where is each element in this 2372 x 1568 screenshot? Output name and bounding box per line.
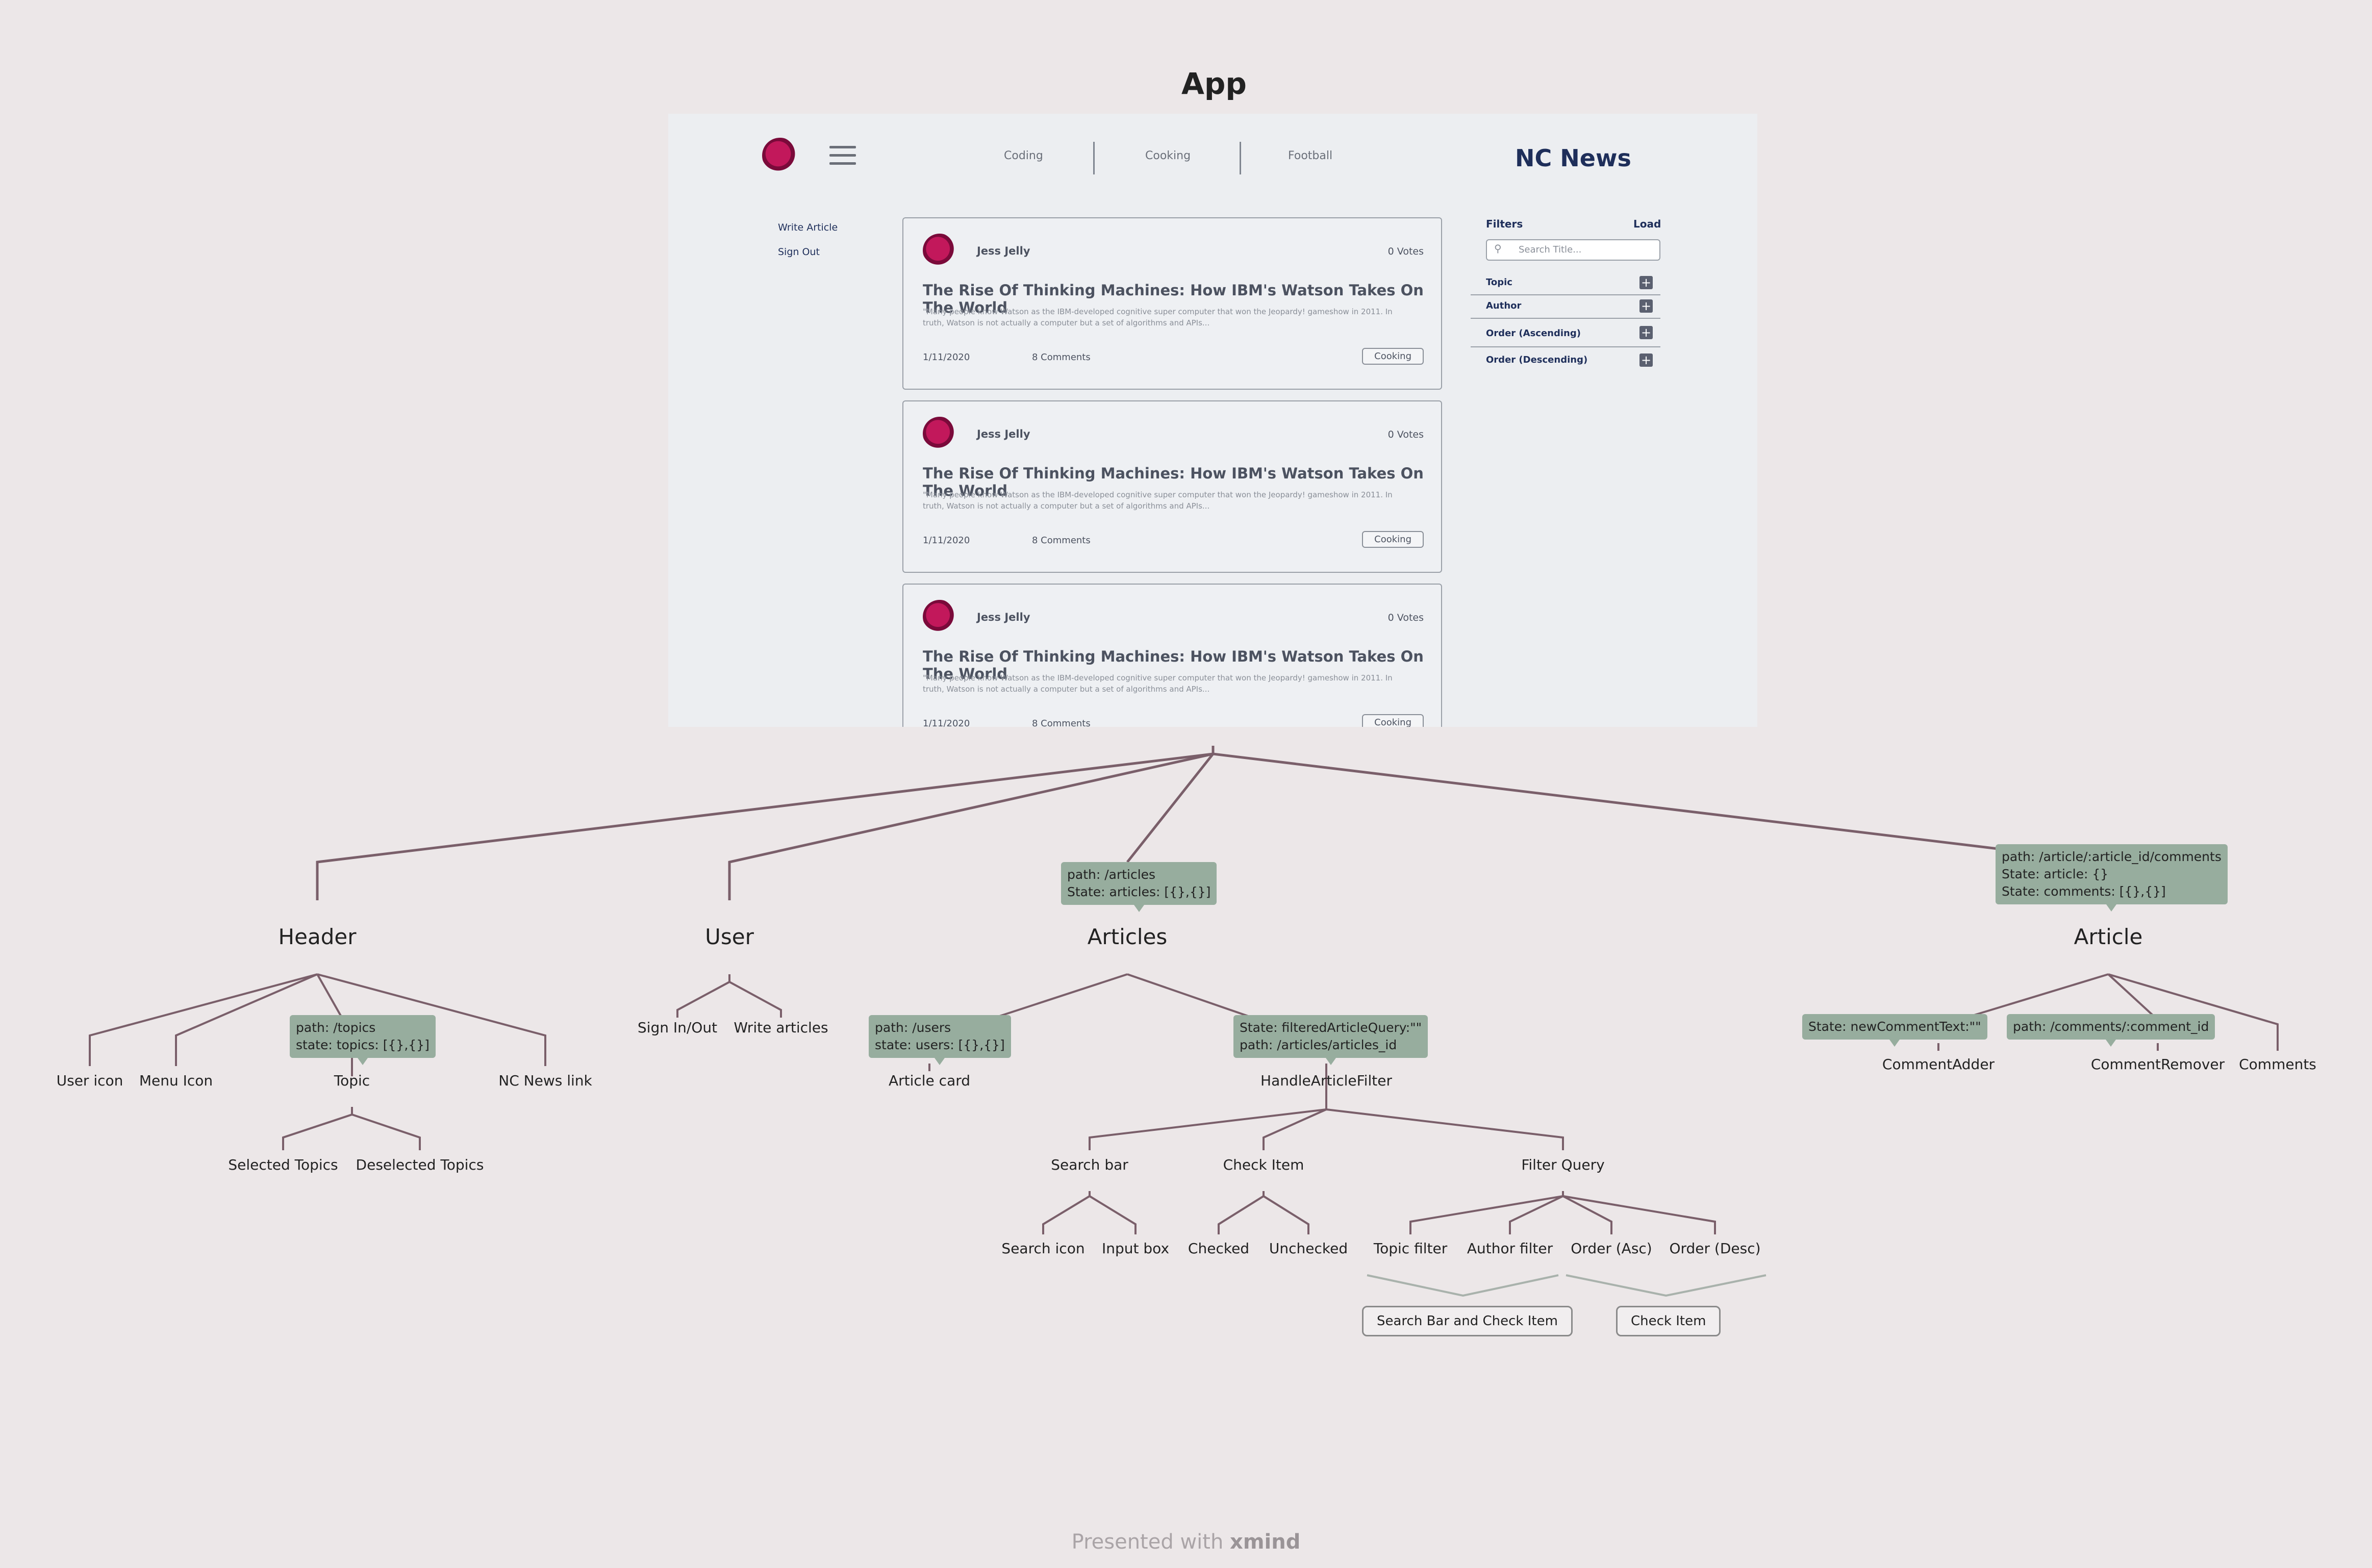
card-topic-badge: Cooking xyxy=(1362,348,1424,365)
sidebar-write-article: Write Article xyxy=(778,222,838,233)
card-excerpt: "Many people know Watson as the IBM-deve… xyxy=(923,307,1393,327)
card-excerpt: "Many people know Watson as the IBM-deve… xyxy=(923,490,1393,511)
filter-row-label: Order (Ascending) xyxy=(1486,328,1581,339)
card-author: Jess Jelly xyxy=(977,428,1030,440)
note-comment-adder-state: State: newCommentText:"" xyxy=(1802,1014,1987,1047)
card-votes: 0 Votes xyxy=(1387,612,1424,623)
card-author: Jess Jelly xyxy=(977,245,1030,257)
filter-row-author: Author + xyxy=(1471,295,1660,319)
node-order-desc: Order (Desc) xyxy=(1669,1240,1761,1257)
filter-row-label: Author xyxy=(1486,300,1522,311)
node-user-icon: User icon xyxy=(56,1072,123,1089)
node-article-card: Article card xyxy=(888,1072,971,1089)
filter-row-order-desc: Order (Descending) + xyxy=(1471,349,1660,372)
node-author-filter: Author filter xyxy=(1467,1240,1553,1257)
card-comments: 8 Comments xyxy=(1032,352,1091,363)
filter-row-label: Topic xyxy=(1486,277,1512,288)
card-excerpt: "Many people know Watson as the IBM-deve… xyxy=(923,673,1393,694)
search-icon: ⚲ xyxy=(1494,242,1502,255)
plus-icon: + xyxy=(1639,299,1653,313)
footer-credit: Presented with xmind xyxy=(1020,1530,1352,1554)
node-order-asc: Order (Asc) xyxy=(1571,1240,1652,1257)
user-avatar-icon xyxy=(762,138,798,173)
node-search-icon: Search icon xyxy=(1001,1240,1085,1257)
note-users-path: path: /users state: users: [{},{}] xyxy=(869,1015,1011,1065)
node-comments: Comments xyxy=(2239,1056,2316,1073)
note-comment-remover-path: path: /comments/:comment_id xyxy=(2007,1014,2215,1047)
plus-icon: + xyxy=(1639,326,1653,339)
node-topic-filter: Topic filter xyxy=(1373,1240,1448,1257)
footer-brand: xmind xyxy=(1230,1530,1301,1554)
node-input-box: Input box xyxy=(1101,1240,1170,1257)
app-mockup: Coding Cooking Football NC News Write Ar… xyxy=(668,114,1757,727)
author-avatar-icon xyxy=(923,234,956,267)
filters-load: Load xyxy=(1633,218,1661,230)
node-handle-article-filter: HandleArticleFilter xyxy=(1260,1072,1392,1089)
card-date: 1/11/2020 xyxy=(923,535,970,546)
node-check-item: Check Item xyxy=(1223,1156,1304,1173)
note-topics-path: path: /topics state: topics: [{},{}] xyxy=(290,1015,436,1065)
filters-label: Filters xyxy=(1486,218,1523,230)
card-author: Jess Jelly xyxy=(977,611,1030,623)
node-unchecked: Unchecked xyxy=(1269,1240,1348,1257)
node-sign-in-out: Sign In/Out xyxy=(637,1019,718,1036)
note-articles-path: path: /articles State: articles: [{},{}] xyxy=(1061,862,1217,912)
node-topic: Topic xyxy=(334,1072,370,1089)
filter-row-label: Order (Descending) xyxy=(1486,355,1588,365)
note-filter-state: State: filteredArticleQuery:"" path: /ar… xyxy=(1233,1015,1428,1065)
card-comments: 8 Comments xyxy=(1032,535,1091,546)
author-avatar-icon xyxy=(923,417,956,450)
root-node-app: App xyxy=(1181,66,1247,101)
node-article: Article xyxy=(2074,924,2143,949)
card-title: The Rise Of Thinking Machines: How IBM's… xyxy=(923,465,1424,499)
article-card: Jess Jelly 0 Votes The Rise Of Thinking … xyxy=(902,217,1442,390)
card-topic-badge: Cooking xyxy=(1362,714,1424,727)
menu-icon xyxy=(829,146,856,166)
article-card: Jess Jelly 0 Votes The Rise Of Thinking … xyxy=(902,400,1442,573)
node-header: Header xyxy=(278,924,357,949)
node-menu-icon: Menu Icon xyxy=(139,1072,213,1089)
summary-check-item: Check Item xyxy=(1616,1306,1721,1336)
node-user: User xyxy=(705,924,754,949)
node-nc-news-link: NC News link xyxy=(498,1072,592,1089)
filter-row-order-asc: Order (Ascending) + xyxy=(1471,321,1660,347)
sidebar-sign-out: Sign Out xyxy=(778,246,820,258)
card-title: The Rise Of Thinking Machines: How IBM's… xyxy=(923,282,1424,316)
card-topic-badge: Cooking xyxy=(1362,531,1424,548)
footer-prefix: Presented with xyxy=(1071,1530,1224,1554)
card-date: 1/11/2020 xyxy=(923,718,970,727)
node-deselected-topics: Deselected Topics xyxy=(356,1156,484,1173)
note-article-path: path: /article/:article_id/comments Stat… xyxy=(1996,844,2228,912)
filter-search-box: ⚲ Search Title... xyxy=(1486,239,1660,261)
nav-divider xyxy=(1093,142,1095,174)
node-filter-query: Filter Query xyxy=(1521,1156,1605,1173)
card-votes: 0 Votes xyxy=(1387,429,1424,440)
nav-topic-cooking: Cooking xyxy=(1145,149,1191,162)
plus-icon: + xyxy=(1639,276,1653,289)
node-write-articles: Write articles xyxy=(734,1019,828,1036)
search-placeholder: Search Title... xyxy=(1519,244,1582,255)
brand-title: NC News xyxy=(1515,144,1631,172)
author-avatar-icon xyxy=(923,600,956,634)
nav-divider xyxy=(1240,142,1241,174)
filter-row-topic: Topic + xyxy=(1471,272,1660,295)
node-comment-adder: CommentAdder xyxy=(1882,1056,1995,1073)
node-selected-topics: Selected Topics xyxy=(228,1156,338,1173)
nav-topic-coding: Coding xyxy=(1004,149,1043,162)
card-title: The Rise Of Thinking Machines: How IBM's… xyxy=(923,648,1424,682)
article-card: Jess Jelly 0 Votes The Rise Of Thinking … xyxy=(902,584,1442,727)
nav-topic-football: Football xyxy=(1288,149,1333,162)
card-votes: 0 Votes xyxy=(1387,246,1424,257)
node-checked: Checked xyxy=(1188,1240,1250,1257)
node-articles: Articles xyxy=(1087,924,1168,949)
card-date: 1/11/2020 xyxy=(923,352,970,363)
node-search-bar: Search bar xyxy=(1051,1156,1128,1173)
node-comment-remover: CommentRemover xyxy=(2090,1056,2225,1073)
card-comments: 8 Comments xyxy=(1032,718,1091,727)
summary-search-bar-and-check-item: Search Bar and Check Item xyxy=(1362,1306,1573,1336)
plus-icon: + xyxy=(1639,353,1653,367)
